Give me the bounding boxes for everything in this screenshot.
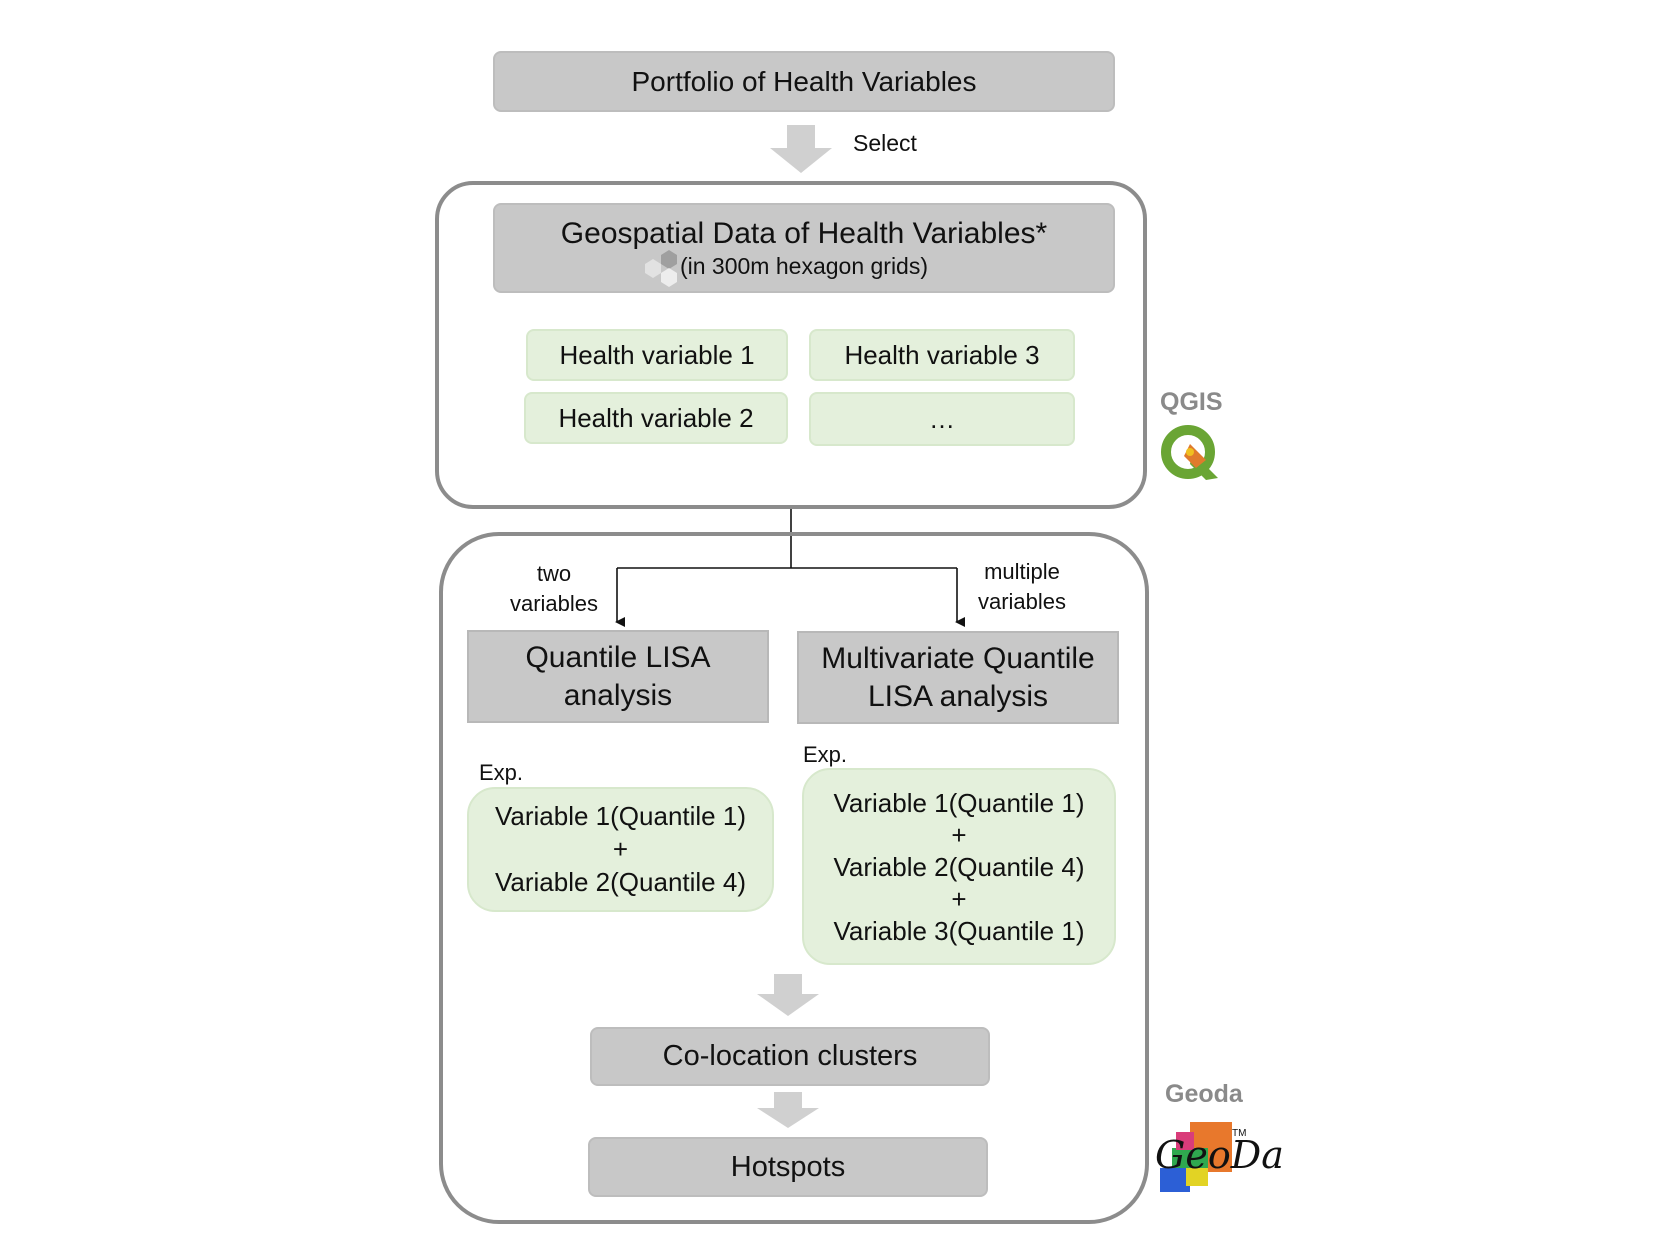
exp-label-right: Exp. [803, 742, 848, 767]
portfolio-label: Portfolio of Health Variables [631, 65, 977, 97]
health-variable-1: Health variable 1 [526, 329, 788, 381]
hotspots-label: Hotspots [730, 1150, 846, 1183]
branch-left-line1: two [536, 561, 572, 586]
portfolio-box: Portfolio of Health Variables [493, 51, 1115, 112]
branch-connector [615, 506, 965, 627]
geospatial-title: Geospatial Data of Health Variables* [560, 217, 1048, 250]
example-left-line2: Variable 2(Quantile 4) [495, 867, 746, 897]
example-right-line1: Variable 1(Quantile 1) [833, 787, 1085, 818]
example-right-plus1: + [951, 819, 967, 850]
quantile-lisa-line2: analysis [563, 678, 673, 712]
branch-label-left: two variables [494, 559, 614, 619]
health-variable-2: Health variable 2 [524, 392, 788, 444]
geoda-label: Geoda [1165, 1080, 1243, 1108]
multivariate-lisa-box: Multivariate Quantile LISA analysis [797, 631, 1119, 724]
example-right-box: Variable 1(Quantile 1) + Variable 2(Quan… [802, 768, 1116, 965]
health-variable-3: Health variable 3 [809, 329, 1075, 381]
qgis-frame [435, 181, 1147, 509]
exp-label-left: Exp. [479, 760, 524, 785]
health-variable-3-label: Health variable 3 [844, 339, 1040, 370]
health-variable-2-label: Health variable 2 [558, 402, 754, 433]
select-arrow [770, 125, 832, 173]
geospatial-box: Geospatial Data of Health Variables* (in… [493, 203, 1115, 293]
multivariate-lisa-line2: LISA analysis [867, 679, 1049, 713]
branch-left-line2: variables [509, 591, 599, 616]
quantile-lisa-line1: Quantile LISA [525, 640, 711, 674]
geoda-frame [439, 532, 1149, 1224]
health-variable-more: … [809, 392, 1075, 446]
branch-right-line2: variables [977, 589, 1067, 614]
example-right-line2: Variable 2(Quantile 4) [833, 851, 1085, 882]
quantile-lisa-box: Quantile LISA analysis [467, 630, 769, 723]
geospatial-subtitle: (in 300m hexagon grids) [679, 253, 929, 279]
branch-right-line1: multiple [984, 559, 1060, 584]
example-right-line3: Variable 3(Quantile 1) [833, 915, 1085, 946]
example-left-box: Variable 1(Quantile 1) + Variable 2(Quan… [467, 787, 774, 912]
example-right-plus2: + [951, 883, 967, 914]
geoda-tm: TM [1232, 1128, 1247, 1139]
qgis-label: QGIS [1160, 388, 1223, 416]
example-left-plus: + [612, 834, 629, 864]
example-left-line1: Variable 1(Quantile 1) [495, 801, 746, 831]
multivariate-lisa-line1: Multivariate Quantile [821, 641, 1095, 675]
select-label: Select [853, 130, 917, 156]
to-hotspots-arrow [757, 1092, 819, 1128]
geoda-logo-text: GeoDa [1155, 1133, 1284, 1177]
to-colocation-arrow [757, 974, 819, 1016]
branch-label-right: multiple variables [962, 557, 1082, 617]
health-variable-1-label: Health variable 1 [559, 339, 755, 370]
colocation-label: Co-location clusters [662, 1040, 918, 1072]
hotspots-box: Hotspots [588, 1137, 988, 1197]
colocation-box: Co-location clusters [590, 1027, 990, 1086]
health-variable-more-label: … [929, 403, 955, 434]
